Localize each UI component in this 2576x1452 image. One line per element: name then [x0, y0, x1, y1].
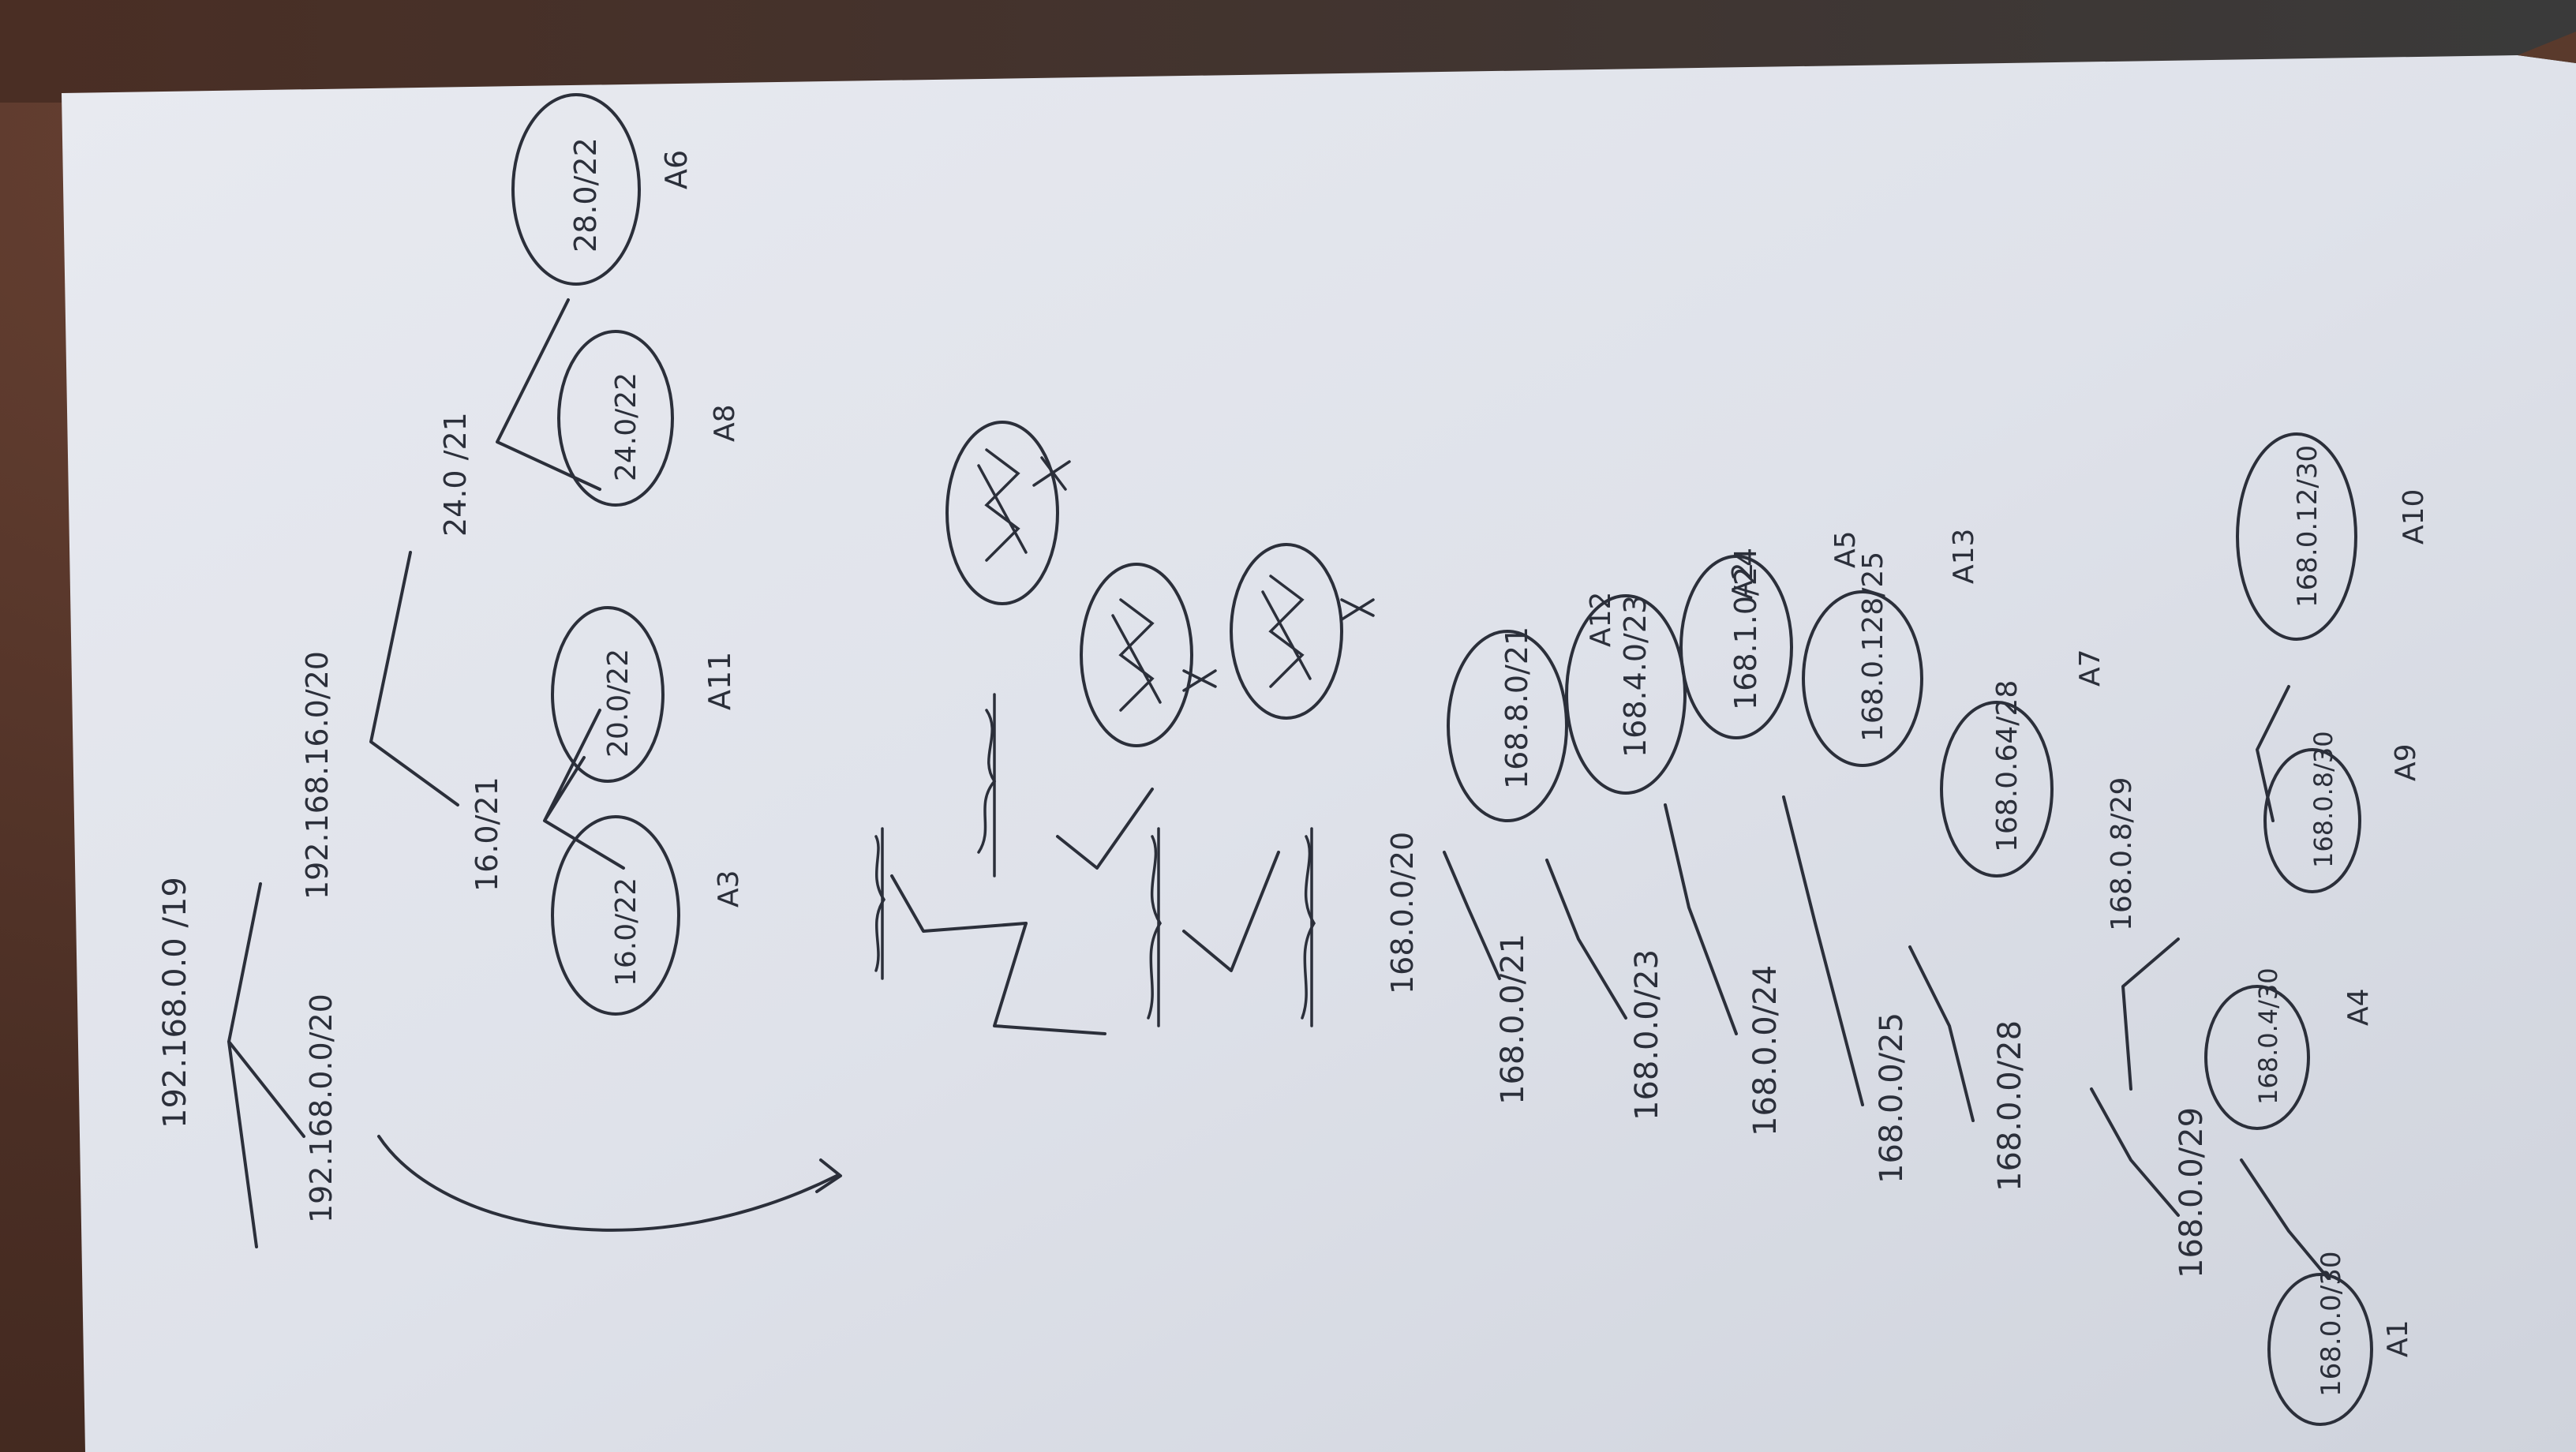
subtree-head-label: 168.0.0/20	[1385, 832, 1420, 994]
level2-right-label: 24.0 /21	[438, 412, 473, 537]
bubble-28-name: A6	[659, 150, 694, 189]
block5-bubble: 168.0.64/28	[1991, 680, 2024, 852]
block3-bubble: 168.1.0/24	[1728, 548, 1763, 710]
block4-label: 168.0.0/25	[1874, 1012, 1910, 1184]
bubble-16-name: A3	[713, 870, 745, 908]
bubble-20-name: A11	[702, 652, 737, 710]
bottom-A10-name: A10	[2398, 489, 2430, 544]
bottom-A4-name: A4	[2342, 988, 2375, 1026]
block1-label: 168.0.0/21	[1495, 934, 1531, 1105]
cloud-16-0-22	[551, 815, 680, 1016]
block4-cloud	[1802, 590, 1923, 767]
bubble-16-label: 16.0/22	[610, 878, 642, 986]
block1-branch	[1545, 859, 1627, 1020]
crossed-out-scribbles	[874, 421, 1375, 1035]
block3-label: 168.0.0/24	[1747, 965, 1784, 1136]
block1-cloud	[1447, 630, 1568, 822]
bottom-left-parent: 168.0.0/29	[2174, 1107, 2210, 1278]
level2-left-label: 16.0/21	[470, 777, 504, 892]
bubble-24-name: A8	[709, 404, 741, 442]
level1-right-branch	[369, 551, 459, 806]
bottom-A4-cloud	[2204, 985, 2310, 1130]
level2-left-branch	[543, 709, 625, 870]
bottom-left-branch	[2090, 1087, 2180, 1217]
subtree-head-branch	[1443, 851, 1501, 980]
block2-bubble: 168.4.0/23	[1618, 595, 1653, 758]
bottom-right-parent: 168.0.8/29	[2106, 777, 2138, 931]
paper-shape	[62, 55, 2576, 1452]
block2-cloud	[1565, 594, 1687, 795]
block4-name: A13	[1948, 529, 1980, 584]
block2-branch	[1664, 803, 1738, 1035]
bottom-A10-cloud	[2236, 432, 2357, 641]
cloud-20-0-22	[551, 606, 665, 783]
block3-cloud	[1679, 555, 1793, 739]
block2-name: A2	[1727, 562, 1759, 600]
bubble-28-label: 28.0/22	[568, 137, 603, 253]
bubble-24-label: 24.0/22	[610, 372, 642, 481]
bottom-A1-name: A1	[2382, 1319, 2414, 1357]
level1-right-label: 192.168.16.0/20	[300, 651, 335, 900]
level2-right-branch	[496, 298, 601, 491]
block1-name: A12	[1585, 592, 1617, 647]
bottom-A9-label: 168.0.8/30	[2308, 731, 2338, 868]
block5-cloud	[1940, 701, 2054, 878]
root-branch-line	[227, 882, 305, 1248]
block5-label: 168.0.0/28	[1992, 1020, 2028, 1192]
block3-branch	[1782, 795, 1864, 1106]
arrow-head	[815, 1158, 842, 1193]
bottom-right-branch	[2121, 937, 2180, 1091]
block4-branch	[1908, 945, 1975, 1122]
level1-left-label: 192.168.0.0/20	[304, 994, 339, 1223]
bottom-A10-label: 168.0.12/30	[2292, 445, 2323, 608]
root-label: 192.168.0.0 /19	[157, 877, 193, 1128]
block5-name: A7	[2074, 649, 2106, 687]
bubble-20-label: 20.0/22	[602, 649, 635, 758]
block3-name: A5	[1829, 530, 1862, 568]
bottom-A4-label: 168.0.4/30	[2253, 967, 2283, 1105]
block1-bubble: 168.8.0/21	[1500, 627, 1534, 789]
block2-label: 168.0.0/23	[1629, 949, 1665, 1121]
block4-bubble: 168.0.128/25	[1857, 552, 1889, 742]
arrow-curve	[377, 1135, 838, 1232]
bottom-A9-cloud	[2263, 748, 2361, 893]
bottom-A1-cloud	[2267, 1273, 2373, 1426]
bottom-A9-name: A9	[2390, 743, 2422, 781]
bottom-A1-label: 168.0.0/30	[2316, 1252, 2347, 1398]
cloud-28-0-22	[511, 93, 641, 286]
cloud-24-0-22	[557, 330, 674, 507]
bottom-left-children	[2240, 1158, 2330, 1280]
